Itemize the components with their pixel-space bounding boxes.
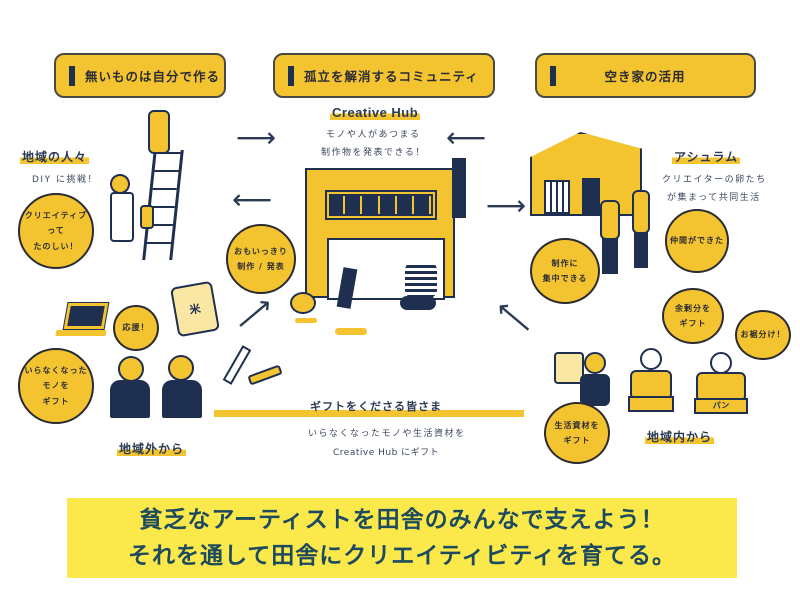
baker-head-illustration: [710, 352, 732, 374]
speech-bubble-supplies: 生活資材を ギフト: [544, 402, 610, 464]
house-window: [544, 180, 570, 214]
pill-community: 孤立を解消するコミュニティ: [273, 53, 495, 98]
slogan-banner: 貧乏なアーティストを田舎のみんなで支えよう！ それを通して田舎にクリエイティビテ…: [67, 498, 737, 578]
speech-bubble-outside-gift: いらなくなった モノを ギフト: [18, 348, 94, 424]
sitting-person-legs: [400, 296, 436, 310]
man-body-illustration: [162, 380, 202, 418]
pill-marker: [69, 65, 75, 86]
speech-bubble-share: お裾分け！: [735, 310, 791, 360]
pill-label: 無いものは自分で作る: [85, 69, 221, 84]
slogan-line2: それを通して田舎にクリエイティビティを育てる。: [127, 543, 677, 569]
speech-bubble-focus: 制作に 集中できる: [530, 238, 600, 304]
pill-marker: [550, 65, 556, 86]
resident-legs: [602, 238, 618, 274]
slogan-line1: 貧乏なアーティストを田舎のみんなで支えよう！: [139, 507, 665, 533]
resident-legs: [634, 232, 648, 268]
speech-bubble-hub: おもいっきり 制作 / 発表: [226, 224, 296, 294]
ashuram-line1: クリエイターの卵たち: [662, 175, 767, 185]
woman-head-illustration: [584, 352, 606, 374]
inside-heading: 地域内から: [645, 430, 715, 444]
givers-heading: ギフトをくださる皆さま: [310, 400, 442, 413]
outside-heading: 地域外から: [117, 442, 187, 456]
rice-bag-illustration: 米: [169, 280, 221, 338]
person-on-ladder-illustration: [148, 110, 170, 154]
laptop-illustration: [62, 302, 110, 330]
sitting-person-illustration: [405, 262, 437, 298]
parent-head-illustration: [110, 174, 130, 194]
pill-vacant-house: 空き家の活用: [535, 53, 756, 98]
paint-splash: [335, 328, 367, 335]
givers-divider: [214, 410, 524, 417]
resident-figure-illustration: [600, 200, 620, 240]
woman-body-illustration: [110, 380, 150, 418]
arrow-icon: ⟵: [446, 121, 487, 154]
paint-tube-illustration: [247, 364, 283, 386]
pill-marker: [288, 65, 294, 86]
bread-box-illustration: パン: [694, 398, 748, 414]
house-door: [582, 178, 600, 214]
arrow-icon: ⟵: [232, 183, 273, 216]
paintbrush-illustration: [222, 345, 252, 385]
woman-body-illustration: [580, 374, 610, 406]
laptop-keyboard: [55, 330, 107, 336]
child-body-illustration: [140, 205, 154, 229]
woman-head-illustration: [118, 356, 144, 382]
speech-bubble-cheer: 応援！: [113, 305, 159, 351]
building-windows: [325, 190, 437, 220]
clothes-illustration: [554, 352, 584, 384]
ashuram-heading: アシュラム: [672, 150, 741, 164]
produce-box-illustration: [628, 396, 674, 412]
arrow-icon: ⟶: [487, 292, 540, 344]
arrow-icon: ⟶: [486, 189, 527, 222]
speech-bubble-friends: 仲間ができた: [665, 209, 729, 273]
givers-line1: いらなくなったモノや生活資材を: [308, 429, 466, 439]
speech-bubble-surplus: 余剰分を ギフト: [662, 288, 724, 344]
hub-line2: 制作物を発表できる！: [321, 148, 426, 158]
givers-line2: Creative Hub にギフト: [333, 448, 440, 458]
arrow-icon: ⟶: [227, 288, 280, 340]
local-people-heading: 地域の人々: [20, 150, 90, 164]
local-people-sub: DIY に挑戦！: [32, 175, 98, 185]
resident-figure-illustration: [632, 190, 650, 234]
child-figure-illustration: [290, 292, 316, 314]
arrow-icon: ⟶: [236, 121, 277, 154]
farmer-head-illustration: [640, 348, 662, 370]
pill-label: 空き家の活用: [604, 69, 686, 84]
hub-sign: [452, 158, 466, 218]
hub-line1: モノや人があつまる: [326, 130, 421, 140]
speech-bubble-local-people: クリエイティブ って たのしい！: [18, 193, 94, 269]
hub-title: Creative Hub: [330, 105, 421, 120]
parent-body-illustration: [110, 192, 134, 242]
pill-label: 孤立を解消するコミュニティ: [304, 69, 479, 84]
ashuram-line2: が集まって共同生活: [667, 193, 761, 203]
paint-splash: [295, 318, 317, 323]
man-head-illustration: [168, 355, 194, 381]
pill-diy: 無いものは自分で作る: [54, 53, 226, 98]
